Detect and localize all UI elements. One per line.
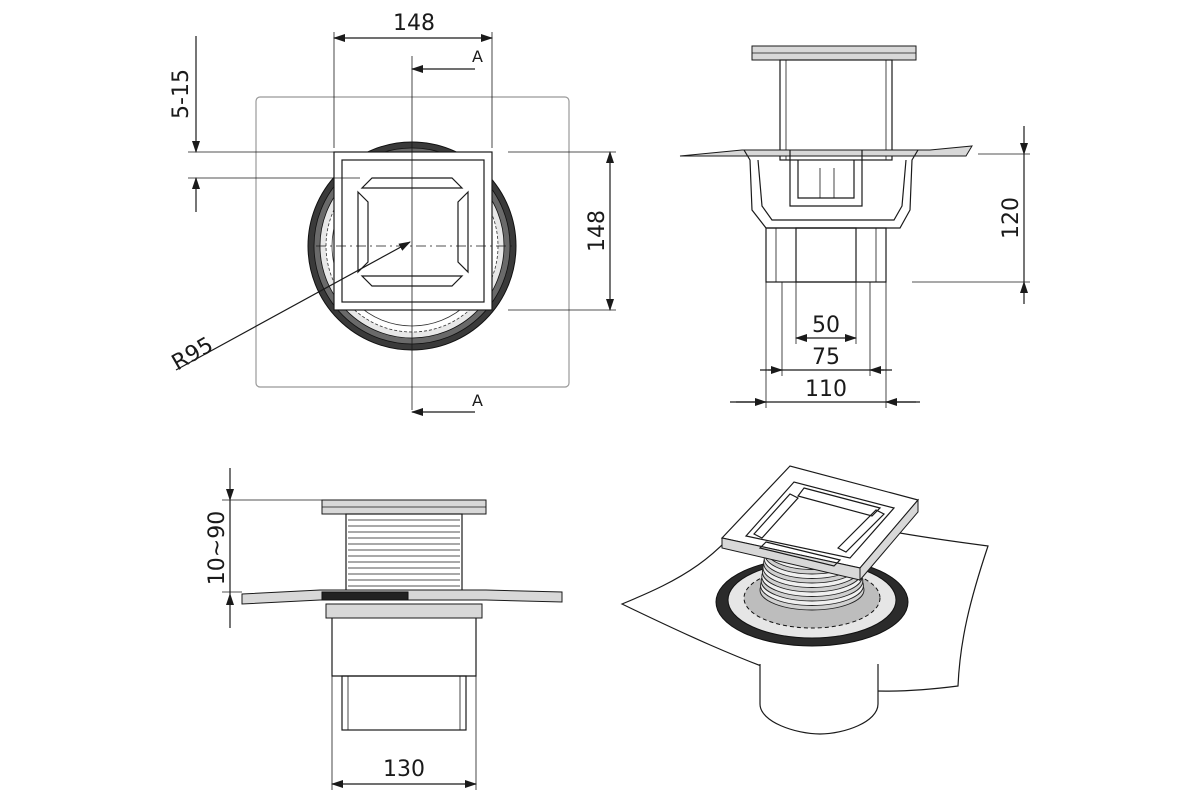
dim-level-5-15: 5-15 [169, 69, 194, 119]
side-body [743, 149, 919, 229]
side-section-view: 50 75 110 120 [679, 45, 1030, 408]
dim-height-120: 120 [999, 197, 1024, 239]
grate-slot-right [457, 190, 469, 274]
iso-slot-1 [796, 487, 882, 517]
iso-outlet-pipe [759, 664, 879, 735]
grate-slot-top [360, 177, 464, 189]
section-label-bottom: A [472, 391, 483, 410]
dim-width-130: 130 [383, 757, 425, 782]
iso-slot-4 [758, 541, 842, 567]
dim-width-148: 148 [393, 11, 435, 36]
iso-slot-2 [753, 493, 799, 539]
dim-adjust-10-90: 10~90 [205, 511, 230, 585]
front-thread-lines [348, 519, 460, 587]
grate-slot-bottom [360, 275, 464, 287]
top-view: A A 148 148 5-15 R95 [168, 11, 616, 416]
dim-d75: 75 [812, 345, 840, 370]
front-view: 10~90 130 [205, 468, 563, 790]
dim-d110: 110 [805, 377, 847, 402]
side-membrane [679, 145, 973, 157]
iso-slot-3 [836, 509, 886, 553]
front-threaded-riser [345, 513, 463, 595]
grate-slot-left [357, 190, 369, 274]
section-label-top: A [472, 47, 483, 66]
front-flange [325, 603, 483, 619]
front-outlet [341, 675, 467, 731]
membrane-sheet [255, 96, 570, 388]
dim-radius-r95: R95 [168, 333, 218, 376]
isometric-view [620, 465, 989, 735]
side-outlet-outer [765, 227, 887, 283]
dim-height-148: 148 [585, 210, 610, 252]
dim-d50: 50 [812, 313, 840, 338]
front-body [331, 618, 477, 677]
